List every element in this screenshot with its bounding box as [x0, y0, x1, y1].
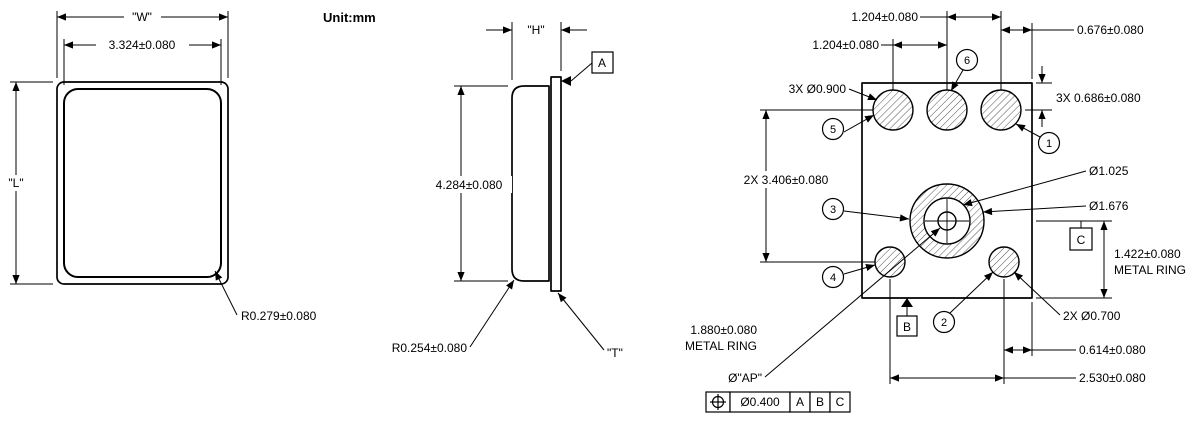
edge-offset-top-dimension	[1001, 23, 1074, 79]
edge-offset-top-label: 0.676±0.080	[1077, 23, 1144, 37]
datum-c-box	[1069, 227, 1093, 251]
ring-inner-dia-leader	[962, 170, 1087, 207]
side-corner-radius-label: R0.254±0.080	[392, 341, 468, 355]
datum-b-triangle-icon	[901, 298, 913, 307]
pad-bottom-right	[988, 246, 1020, 278]
balloon-6	[955, 48, 979, 72]
datum-b-label: B	[903, 320, 911, 334]
balloon-4-label: 4	[830, 272, 836, 284]
datum-b-box	[896, 315, 918, 337]
ring-outer-dia-label: Ø1.676	[1089, 199, 1129, 213]
pad-pitch-bottom-label: 2.530±0.080	[1079, 371, 1146, 385]
ring-inner-dia-label: Ø1.025	[1089, 164, 1129, 178]
balloon-5	[821, 117, 845, 141]
balloon-2	[932, 310, 956, 334]
package-inner-outline-front	[63, 88, 222, 278]
width-ref-label: "W"	[132, 10, 152, 24]
balloon-5-label: 5	[830, 124, 836, 136]
lid-thickness-leader	[557, 292, 605, 351]
width-ref-label-bg	[124, 9, 161, 25]
datum-a-label: A	[598, 56, 606, 70]
edge-offset-bottom-dimension	[1004, 302, 1076, 356]
edge-offset-bottom-label: 0.614±0.080	[1079, 343, 1146, 357]
pad-top-right	[980, 89, 1022, 131]
fcf-tolerance-label: Ø0.400	[740, 395, 780, 409]
fcf-datum-a-label: A	[796, 395, 804, 409]
balloon-4	[821, 265, 845, 289]
datum-a-flag: A	[561, 51, 614, 86]
balloon-3-label: 3	[830, 204, 836, 216]
length-ref-label-bg	[4, 175, 28, 191]
position-tolerance-icon	[710, 394, 726, 410]
package-outline-front	[56, 81, 229, 285]
datum-a-box	[591, 51, 614, 74]
pad-top-left	[872, 89, 914, 131]
balloon-2-label: 2	[941, 317, 947, 329]
corner-radius-label: R0.279±0.080	[241, 309, 317, 323]
side-corner-radius-leader	[469, 279, 515, 348]
ring-width-note: METAL RING	[685, 339, 757, 353]
pitch-top-left-label: 1.204±0.080	[812, 38, 879, 52]
lid-thickness-label: "T"	[607, 346, 623, 360]
datum-c-label: C	[1077, 233, 1086, 247]
pad-row-offset-label: 3X 0.686±0.080	[1056, 91, 1141, 105]
inner-width-label: 3.324±0.080	[109, 38, 176, 52]
balloon-1-label: 1	[1046, 138, 1052, 150]
fcf-datum-c-cell	[829, 391, 851, 413]
fcf-datum-c-label: C	[836, 395, 845, 409]
balloon-1	[1037, 131, 1061, 155]
pad-row-offset-dimension	[1025, 66, 1052, 127]
pad-dia-bottom-leader	[1013, 271, 1061, 316]
row-pitch-label: 2X 3.406±0.080	[744, 173, 829, 187]
ring-offset-note: METAL RING	[1114, 263, 1186, 277]
corner-radius-leader	[214, 270, 238, 316]
fcf-datum-b-label: B	[816, 395, 824, 409]
pitch-top-left-dimension	[881, 39, 947, 90]
side-view: "H" A 4.284±0.080 R0.254±0.080 "T"	[392, 22, 623, 360]
datum-c-flag: C	[1036, 220, 1112, 251]
balloon-6-label: 6	[964, 55, 970, 67]
ring-offset-label: 1.422±0.080	[1114, 247, 1181, 261]
datum-a-leader	[570, 62, 593, 82]
ring-offset-dimension	[1036, 221, 1112, 299]
ring-outer-dia-leader	[982, 205, 1087, 216]
pad-top-middle	[926, 89, 968, 131]
unit-note: Unit:mm	[323, 10, 376, 25]
aperture-label: Ø"AP"	[728, 371, 762, 385]
pad-dia-top-leader	[848, 88, 878, 101]
datum-a-triangle-icon	[561, 76, 571, 86]
length-ref-label: "L"	[8, 176, 23, 190]
package-lid-side	[550, 76, 562, 292]
front-view: "W" 3.324±0.080 "L" R0.279±0.080	[4, 9, 317, 323]
package-body-side	[511, 85, 550, 282]
pitch-top-right-dimension	[920, 11, 1002, 90]
pitch-top-right-label: 1.204±0.080	[851, 10, 918, 24]
feature-control-frame: Ø0.400 A B C	[705, 391, 851, 413]
row-pitch-label-bg	[726, 171, 846, 188]
datum-b-flag: B	[896, 298, 918, 337]
pad-pitch-bottom-dimension	[889, 279, 1076, 384]
body-height-label-bg	[426, 176, 512, 193]
bottom-view: 1.204±0.080 1.204±0.080 0.676±0.080 3X Ø…	[685, 10, 1186, 413]
height-ref-dimension	[486, 22, 587, 80]
aperture-leader	[764, 227, 941, 378]
pad-dia-top-label: 3X Ø0.900	[789, 82, 847, 96]
body-height-label: 4.284±0.080	[436, 178, 503, 192]
height-ref-label: "H"	[527, 23, 544, 37]
pad-dia-bottom-label: 2X Ø0.700	[1063, 309, 1121, 323]
inner-width-label-bg	[96, 37, 189, 53]
ring-width-label: 1.880±0.080	[690, 323, 757, 337]
balloon-3	[821, 197, 845, 221]
balloon-callouts: 1 2 3 4 5 6	[821, 48, 1061, 334]
